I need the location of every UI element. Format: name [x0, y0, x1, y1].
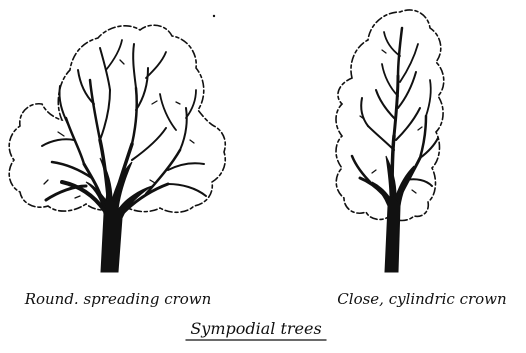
- right-tree: [336, 10, 444, 272]
- left-tree: [9, 25, 225, 272]
- right-tree-caption: Close, cylindric crown: [337, 290, 506, 308]
- left-tree-trunk: [86, 158, 152, 272]
- left-tree-leaf-marks: [44, 60, 194, 198]
- diagram-title: Sympodial trees: [190, 319, 321, 338]
- left-tree-branches: [42, 40, 206, 214]
- right-tree-branches: [352, 28, 438, 200]
- stray-dot: [213, 15, 215, 17]
- left-tree-caption: Round. spreading crown: [24, 290, 212, 308]
